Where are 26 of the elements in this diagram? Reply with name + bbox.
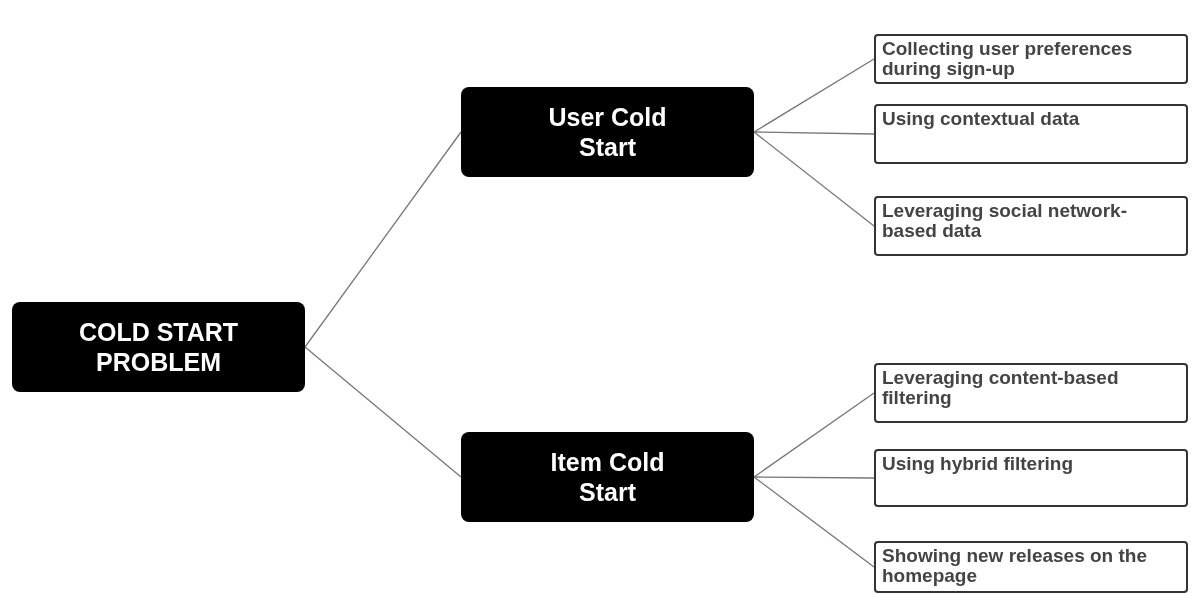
node-label: Using contextual data bbox=[882, 108, 1080, 129]
connector-line bbox=[304, 346, 462, 478]
topic-box bbox=[12, 302, 305, 392]
node-label: Item Cold Start bbox=[549, 447, 666, 507]
leaf-box bbox=[874, 104, 1188, 164]
connector-line bbox=[753, 58, 875, 133]
connector-line bbox=[753, 392, 875, 478]
node-label: Leveraging content-based filtering bbox=[882, 367, 1119, 408]
leaf-box bbox=[874, 541, 1188, 593]
leaf-box bbox=[874, 363, 1188, 423]
node-label: Using hybrid filtering bbox=[882, 453, 1074, 474]
node-label: User Cold Start bbox=[547, 102, 668, 162]
topic-box bbox=[461, 432, 754, 522]
leaf-box bbox=[874, 34, 1188, 84]
connector-line bbox=[753, 476, 875, 568]
connector-line bbox=[753, 131, 875, 227]
leaf-box bbox=[874, 196, 1188, 256]
topic-box bbox=[461, 87, 754, 177]
node-label: COLD START PROBLEM bbox=[77, 317, 240, 377]
leaf-box bbox=[874, 449, 1188, 507]
connector-line bbox=[753, 476, 875, 479]
connector-line bbox=[753, 131, 875, 135]
node-label: Leveraging social network-based data bbox=[882, 200, 1127, 241]
connector-line bbox=[304, 131, 462, 348]
node-label: Collecting user preferences during sign-up bbox=[882, 38, 1133, 79]
node-label: Showing new releases on the homepage bbox=[882, 545, 1147, 586]
